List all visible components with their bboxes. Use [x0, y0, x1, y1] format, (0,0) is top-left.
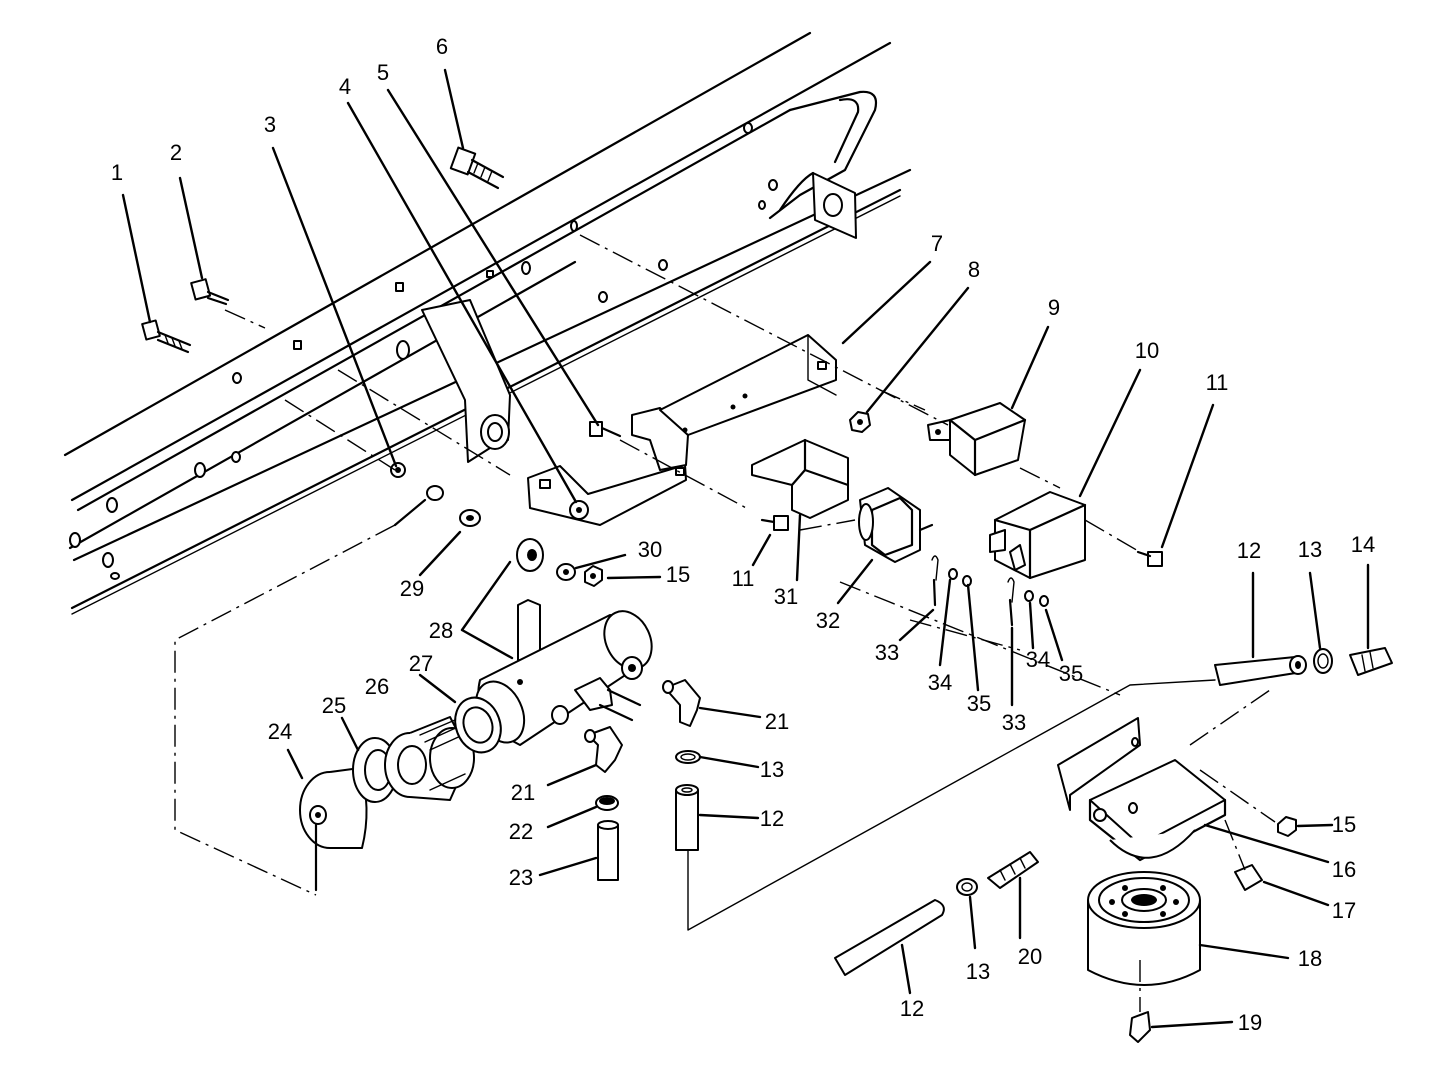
fitting-14: [1349, 647, 1393, 676]
callout-35b: 35: [1059, 661, 1083, 686]
callout-34b: 34: [1026, 647, 1050, 672]
callout-18: 18: [1298, 946, 1322, 971]
callout-19: 19: [1238, 1010, 1262, 1035]
callout-4: 4: [339, 74, 351, 99]
bolt-1: [141, 319, 192, 354]
hose-12a: [675, 784, 699, 851]
clamp-13b: [1313, 648, 1333, 674]
hose-12c: [834, 899, 945, 976]
terminals: [931, 555, 1049, 627]
callout-11a: 11: [732, 566, 755, 591]
upper-tab-bracket: [778, 171, 857, 239]
callout-13a: 13: [760, 757, 784, 782]
callout-33a: 33: [875, 640, 899, 665]
callout-17: 17: [1332, 898, 1356, 923]
callout-11b: 11: [1206, 370, 1229, 395]
callout-34a: 34: [928, 670, 952, 695]
nut-15a: [584, 565, 603, 587]
callout-35a: 35: [967, 691, 991, 716]
plug-17: [1234, 864, 1263, 891]
callout-12b: 12: [1237, 538, 1261, 563]
mounting-plate: [527, 334, 837, 526]
washer-29-terminal: [393, 485, 481, 527]
centerlines: [174, 234, 1276, 1012]
barb-fitting-20: [987, 851, 1039, 889]
callout-9: 9: [1048, 295, 1060, 320]
callout-33b: 33: [1002, 710, 1026, 735]
callout-22: 22: [509, 819, 533, 844]
hose-12b: [1214, 655, 1307, 686]
callout-14: 14: [1351, 532, 1375, 557]
callout-21a: 21: [765, 709, 789, 734]
callout-2: 2: [170, 140, 182, 165]
callout-30: 30: [638, 537, 662, 562]
pivot-bracket: [421, 299, 511, 463]
callout-12c: 12: [900, 996, 924, 1021]
screw-11a: [760, 515, 789, 531]
nut-3: [390, 462, 406, 478]
hose-23: [597, 820, 619, 881]
filter-head-16: [1057, 717, 1227, 862]
nut-15b: [1277, 816, 1297, 837]
gasket-27: [454, 696, 502, 754]
callout-5: 5: [377, 60, 389, 85]
callout-20: 20: [1018, 944, 1042, 969]
relay-9: [927, 402, 1027, 477]
drain-valve-19: [1129, 1011, 1151, 1043]
callout-15b: 15: [1332, 812, 1356, 837]
clamp-13a: [675, 750, 701, 764]
callout-labels: 1 2 3 4 5 6 7 8 9 10 11 11 31 32 33 34 3…: [111, 34, 1375, 1035]
callout-24: 24: [268, 719, 292, 744]
nut-8: [849, 411, 871, 433]
leader-lines: [121, 68, 1370, 1029]
callout-23: 23: [509, 865, 533, 890]
elbow-fitting-21a: [662, 679, 701, 727]
callout-8: 8: [968, 257, 980, 282]
callout-13c: 13: [966, 959, 990, 984]
callout-31: 31: [774, 584, 798, 609]
callout-27: 27: [409, 651, 433, 676]
nut-4: [569, 500, 589, 520]
callout-26: 26: [365, 674, 389, 699]
bolt-2: [190, 278, 230, 306]
solenoid-10: [989, 491, 1087, 580]
elbow-fitting-21b: [584, 726, 623, 773]
callout-7: 7: [931, 231, 943, 256]
callout-21b: 21: [511, 780, 535, 805]
fuel-filter-18: [1087, 871, 1201, 986]
callout-25: 25: [322, 693, 346, 718]
bolt-6: [449, 146, 505, 190]
washer-30: [556, 563, 576, 581]
callout-15a: 15: [666, 562, 690, 587]
callout-28: 28: [429, 618, 453, 643]
callout-1: 1: [111, 160, 123, 185]
bracket-31: [751, 438, 850, 519]
clamp-22: [595, 795, 619, 811]
callout-16: 16: [1332, 857, 1356, 882]
callout-6: 6: [436, 34, 448, 59]
callout-10: 10: [1135, 338, 1159, 363]
callout-12a: 12: [760, 806, 784, 831]
callout-29: 29: [400, 576, 424, 601]
callout-13b: 13: [1298, 537, 1322, 562]
screw-11b: [1136, 550, 1163, 567]
bolt-5: [589, 421, 622, 438]
callout-32: 32: [816, 608, 840, 633]
switch-32: [858, 487, 934, 563]
callout-3: 3: [264, 112, 276, 137]
clamp-13c: [956, 878, 978, 896]
